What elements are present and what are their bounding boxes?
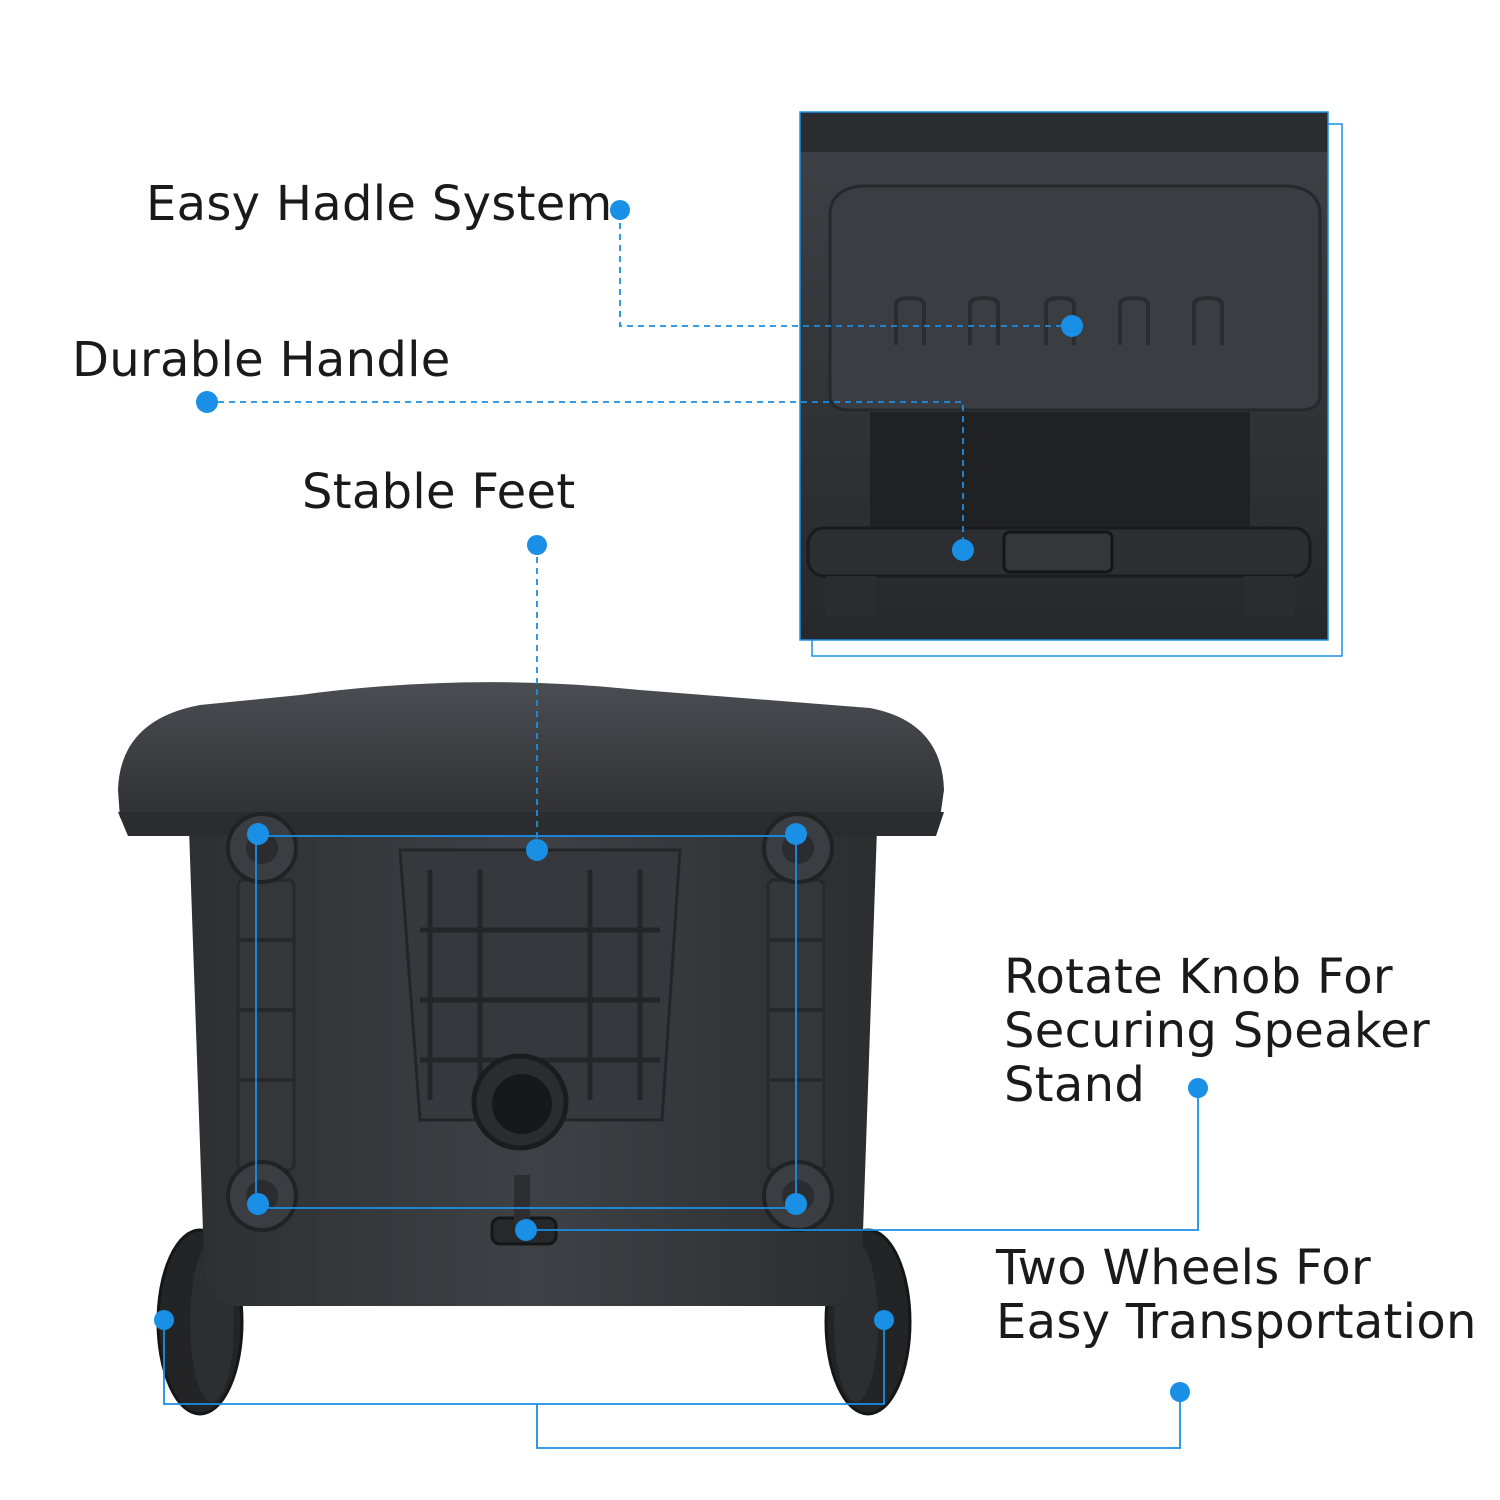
callout-rotate-knob-line: Securing Speaker (1004, 1002, 1431, 1059)
callout-lines (163, 212, 1199, 1449)
callout-two-wheels-line: Easy Transportation (996, 1293, 1477, 1350)
callout-rotate-knob-line: Rotate Knob For (1004, 949, 1393, 1005)
callout-dots (154, 200, 1208, 1402)
callout-two-wheels-line: Two Wheels For (996, 1240, 1372, 1296)
callout-two-wheels: Two Wheels For Easy Transportation (996, 1240, 1477, 1350)
callout-easy-handle-system: Easy Hadle System (146, 176, 613, 232)
callout-rotate-knob-line: Stand (1004, 1056, 1146, 1113)
callout-durable-handle: Durable Handle (72, 332, 451, 388)
callout-rotate-knob: Rotate Knob For Securing Speaker Stand (1004, 949, 1431, 1113)
speaker-bottom-photo (118, 682, 944, 1416)
handle-closeup-photo (799, 111, 1343, 657)
callout-stable-feet: Stable Feet (302, 464, 576, 520)
